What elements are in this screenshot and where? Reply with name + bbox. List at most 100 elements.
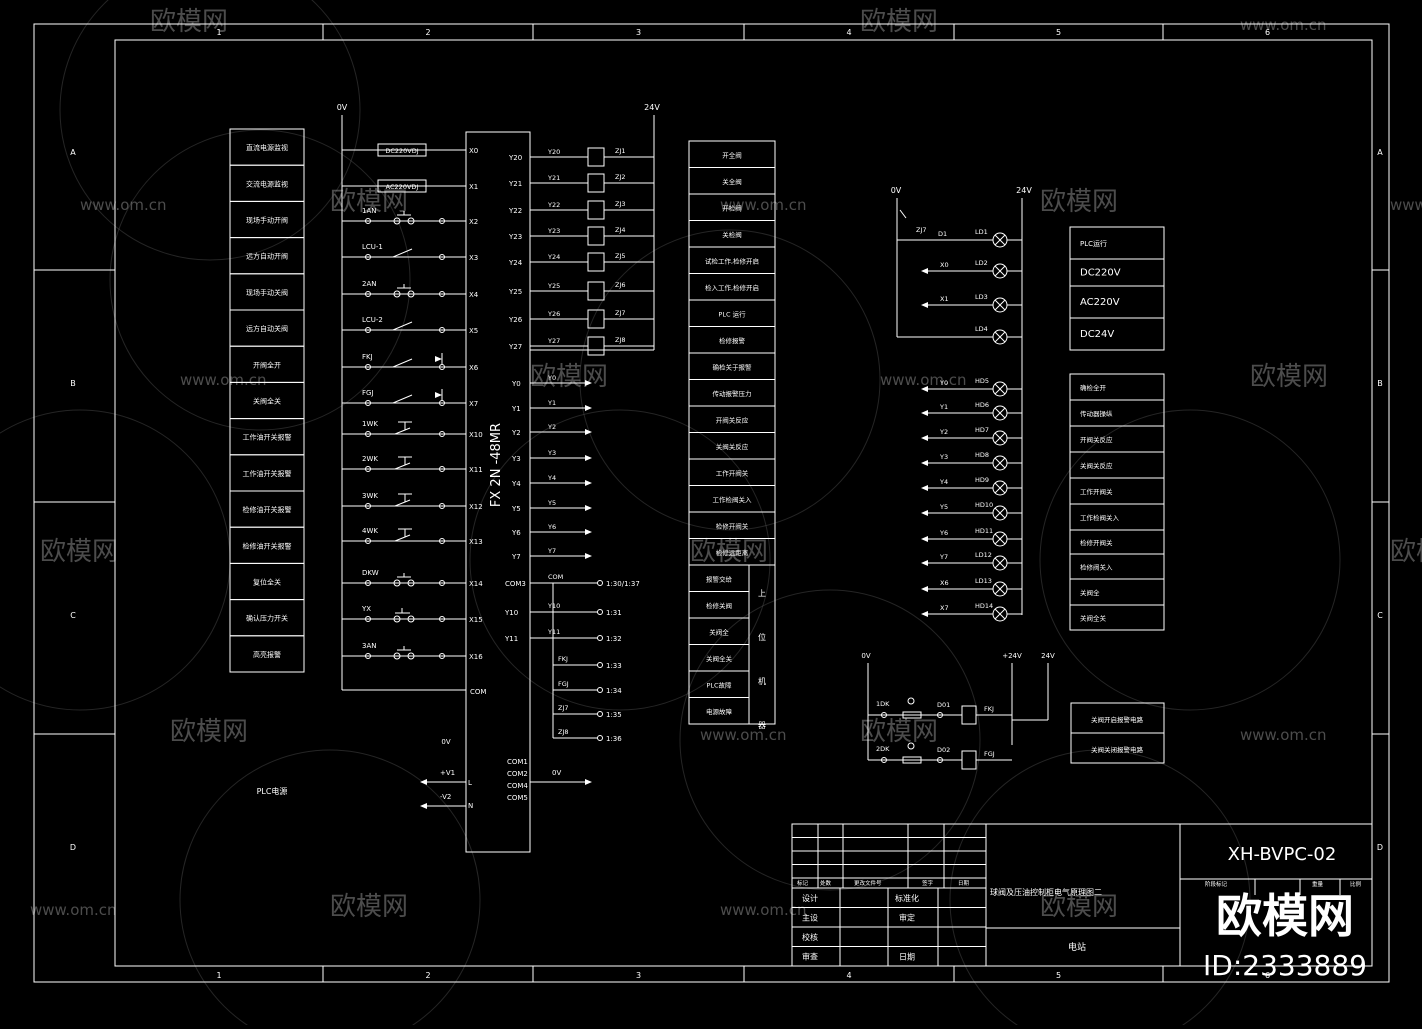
left-label-text: 远方自动关阀 xyxy=(246,324,288,333)
plc-input-pin: X10 xyxy=(469,431,483,439)
plc-output-pin: Y4 xyxy=(511,480,521,488)
frame-col-label-top: 2 xyxy=(425,28,430,37)
terminal-label: 1:30/1:37 xyxy=(606,580,640,588)
valve-diode-label: D01 xyxy=(937,701,950,709)
contact-node xyxy=(365,466,371,472)
watermark-brand: 欧模网 xyxy=(690,537,768,567)
right-label-text: DC24V xyxy=(1080,329,1114,340)
input-device-label: DC220VDJ xyxy=(385,147,418,155)
side-label-text: 上 xyxy=(758,589,766,598)
frame-row-label-right: D xyxy=(1377,843,1383,852)
mid-label-text: PLC 运行 xyxy=(718,309,746,318)
plc-input-pin: X3 xyxy=(469,254,478,262)
lamp-input-label: Y3 xyxy=(939,453,948,461)
input-device-label: LCU-1 xyxy=(362,243,383,251)
watermark-url: www.om.cn xyxy=(1240,16,1327,34)
indicator-lamp-x xyxy=(994,482,1006,494)
input-device-label: AC220VDJ xyxy=(386,183,419,191)
contact-node xyxy=(439,503,445,509)
valve-switch-node xyxy=(881,712,887,718)
watermark-url: www.om.cn xyxy=(700,726,787,744)
tb-small-header: 比例 xyxy=(1350,880,1362,888)
relay-coil xyxy=(587,173,605,193)
lamp-out-label: Y2 xyxy=(547,423,556,431)
input-device-label: FGJ xyxy=(362,389,374,397)
indicator-lamp-x xyxy=(994,432,1006,444)
relay-wire-label: Y22 xyxy=(547,201,560,209)
mid-label-text: 开阀关反应 xyxy=(716,415,749,424)
lamp-input-label: Y7 xyxy=(939,553,948,561)
valve-relay-label: FGJ xyxy=(984,750,995,758)
out-arrow xyxy=(585,553,592,559)
lamp-input-label: Y5 xyxy=(939,503,948,511)
left-label-text: 现场手动关阀 xyxy=(246,288,288,297)
lamp-label: LD12 xyxy=(975,551,992,559)
relay-label: ZJ1 xyxy=(615,147,626,155)
no-contact xyxy=(392,358,413,368)
input-device-label: 2AN xyxy=(362,280,376,288)
button-contact xyxy=(393,652,401,660)
frame-col-label-bottom: 5 xyxy=(1056,971,1061,980)
lamp-input-label: X6 xyxy=(940,579,949,587)
contact-node xyxy=(439,466,445,472)
lamp-label: HD10 xyxy=(975,501,993,509)
no-contact xyxy=(392,394,413,404)
lamp-arrow xyxy=(921,435,928,441)
plc-output-pin: Y22 xyxy=(508,207,522,215)
indicator-lamp-x xyxy=(994,234,1006,246)
plc-v2-label: -V2 xyxy=(440,793,451,801)
contact-node xyxy=(365,254,371,260)
tb-rev-header: 处数 xyxy=(820,879,832,887)
contact-node xyxy=(439,218,445,224)
tb-unit: 电站 xyxy=(1068,941,1086,953)
right-label-text: 开阀关反应 xyxy=(1080,435,1113,444)
terminal-label: 1:34 xyxy=(606,687,622,695)
right-label-cell xyxy=(1069,604,1165,631)
left-label-text: 关阀全关 xyxy=(253,397,281,406)
plc-0v-label: 0V xyxy=(441,738,450,746)
indicator-lamp-x xyxy=(994,407,1006,419)
plc-output-pin: Y2 xyxy=(511,429,521,437)
mid-label-text: 开全阀 xyxy=(722,150,742,159)
right-label-text: 关阀全关 xyxy=(1080,614,1107,623)
title-block xyxy=(791,823,1373,967)
nc-contact xyxy=(394,462,411,470)
right-label-text: AC220V xyxy=(1080,297,1120,308)
plc-input-pin: X2 xyxy=(469,218,478,226)
contact-node xyxy=(439,653,445,659)
arrow-up xyxy=(435,356,442,362)
input-device-label: FKJ xyxy=(362,353,373,361)
left-label-text: 高亮报警 xyxy=(253,650,281,659)
right-label-text: 确检全开 xyxy=(1080,383,1107,392)
ext-out-label: ZJ7 xyxy=(558,704,569,712)
valve-24v-label: +24V xyxy=(1002,652,1022,660)
left-label-text: 开阀全开 xyxy=(253,360,281,369)
contact-node xyxy=(439,291,445,297)
tb-title: 球阀及压油控制柜电气原理图二 xyxy=(990,887,1102,897)
terminal-node xyxy=(597,580,603,586)
right-label-text: 工作开阀关 xyxy=(1080,487,1113,496)
terminal-node xyxy=(597,687,603,693)
mid-label-text: 关检阀 xyxy=(722,230,742,239)
frame-col-label-top: 3 xyxy=(636,28,641,37)
lamp-arrow xyxy=(921,410,928,416)
relay-coil xyxy=(587,147,605,167)
plc-output-pin: Y24 xyxy=(508,259,523,267)
plc-v1-label: +V1 xyxy=(440,769,455,777)
plc-pin-n: N xyxy=(468,802,473,810)
ext-out-label: Y11 xyxy=(547,628,560,636)
watermark-brand: 欧模网 xyxy=(170,717,248,747)
button-contact xyxy=(407,217,415,225)
ext-out-label: Y10 xyxy=(547,602,560,610)
watermark-circle xyxy=(579,229,881,531)
lamp-label: LD2 xyxy=(975,259,988,267)
left-label-text: 交流电源监视 xyxy=(246,179,288,188)
contact-node xyxy=(365,291,371,297)
lamp-input-label: Y1 xyxy=(939,403,948,411)
arrow-up xyxy=(435,392,442,398)
right-label-text: 检修开阀关 xyxy=(1080,538,1113,547)
frame-row-label-left: A xyxy=(70,148,76,157)
watermark-brand: 欧模网 xyxy=(530,362,608,392)
relay-wire-label: Y21 xyxy=(547,174,560,182)
contact-node xyxy=(365,400,371,406)
